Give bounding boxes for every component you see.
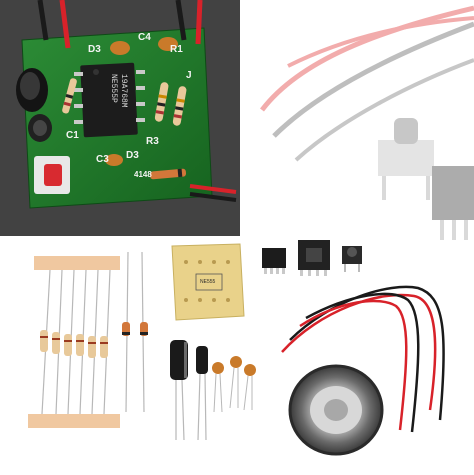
kit-electrolytic-capacitors <box>170 340 208 441</box>
kit-ic <box>262 248 286 274</box>
kit-ic-socket <box>298 240 330 276</box>
board-label-r1: R1 <box>170 44 183 55</box>
board-label-c4: C4 <box>138 32 151 43</box>
kit-ceramic-capacitors <box>212 356 256 413</box>
assembled-board-photo <box>0 0 240 236</box>
board-label-code: 4148 <box>134 170 152 179</box>
board-label-c1: C1 <box>66 130 79 141</box>
faded-background-components <box>260 5 474 240</box>
ic-marking-line2: NE555P <box>109 74 118 103</box>
kit-wires <box>281 285 445 433</box>
kit-diodes <box>122 251 148 413</box>
kit-board-label: NE555 <box>200 279 216 285</box>
board-label-j: J <box>186 70 192 81</box>
kit-speaker <box>288 364 384 456</box>
kit-pcb <box>171 243 245 321</box>
board-label-c3: C3 <box>96 154 109 165</box>
kit-tactile-button <box>342 246 362 272</box>
board-label-d3: D3 <box>88 44 101 55</box>
kit-resistor-strip <box>28 256 120 428</box>
ic-marking-line1: 19A768M <box>119 74 128 108</box>
board-label-d3b: D3 <box>126 150 139 161</box>
board-label-r3: R3 <box>146 136 159 147</box>
